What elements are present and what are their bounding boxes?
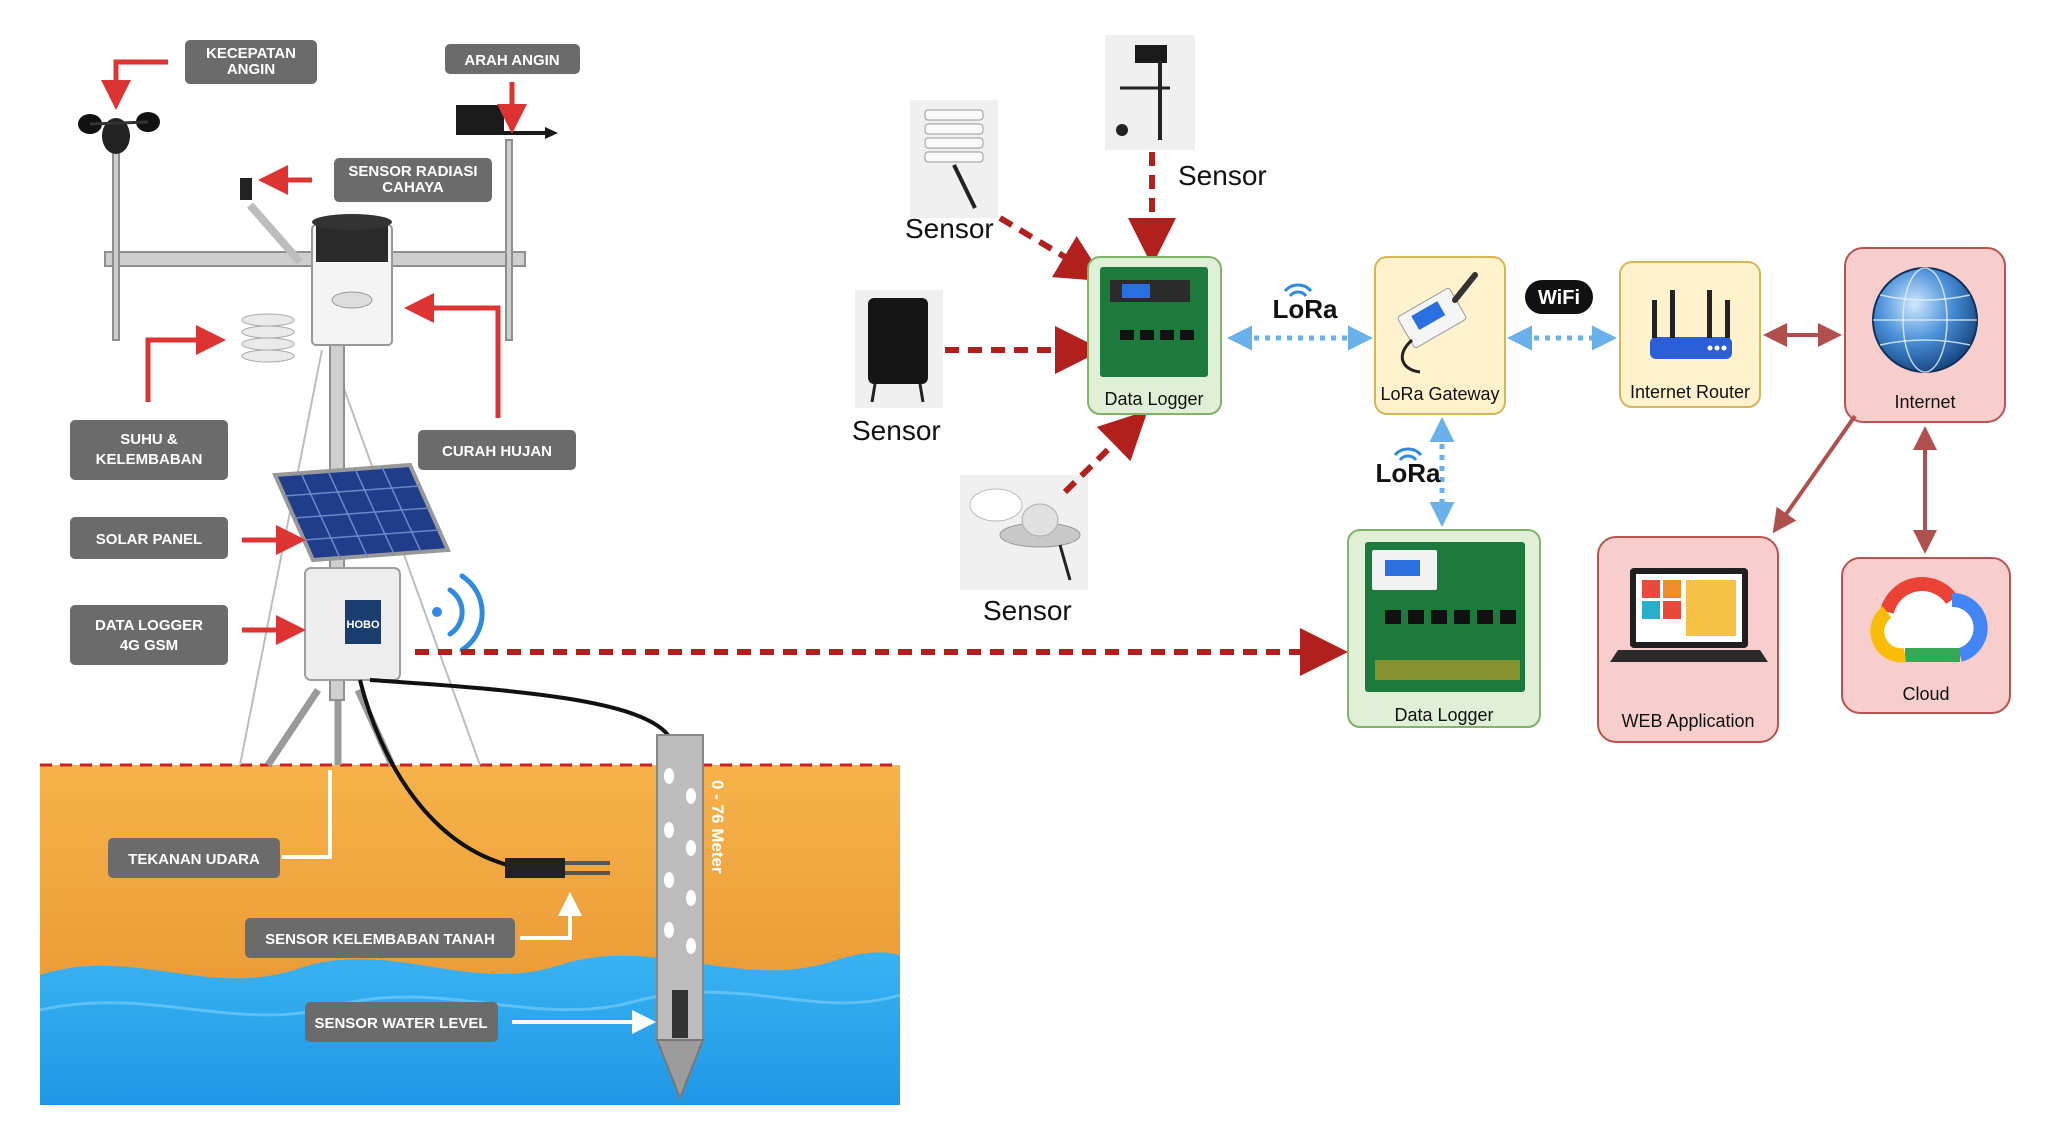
cloud-node: Cloud <box>1841 557 2011 714</box>
label-rainfall: CURAH HUJAN <box>418 430 576 470</box>
svg-text:CURAH HUJAN: CURAH HUJAN <box>442 443 552 460</box>
label-water-level: SENSOR WATER LEVEL <box>305 1002 498 1042</box>
google-cloud-icon <box>1870 577 1988 663</box>
svg-text:LoRa: LoRa <box>1273 294 1339 324</box>
sensor-rain-gauge-image <box>855 290 943 408</box>
svg-text:WiFi: WiFi <box>1538 287 1580 309</box>
logger-brand: HOBO <box>347 619 380 631</box>
svg-text:ARAH ANGIN: ARAH ANGIN <box>464 52 559 69</box>
lora-label-2: LoRa <box>1376 447 1442 488</box>
data-logger-node-1: Data Logger <box>1087 256 1222 415</box>
sensor-label-bottom: Sensor <box>983 595 1072 626</box>
lora-gateway-node: LoRa Gateway <box>1374 256 1506 415</box>
label-temp-humidity: SUHU &KELEMBABAN <box>70 420 228 480</box>
internet-node: Internet <box>1844 247 2006 423</box>
svg-text:SENSOR WATER LEVEL: SENSOR WATER LEVEL <box>314 1015 487 1032</box>
web-application-node: WEB Application <box>1597 536 1779 743</box>
well-pipe <box>656 734 704 1041</box>
globe-icon <box>1872 267 1978 373</box>
sensor-wind-vane-image <box>1105 35 1195 150</box>
svg-text:TEKANAN UDARA: TEKANAN UDARA <box>128 851 260 868</box>
station-callouts <box>101 59 527 645</box>
svg-text:LoRa: LoRa <box>1376 458 1442 488</box>
internet-router-node: Internet Router <box>1619 261 1761 408</box>
laptop-icon <box>1610 568 1768 662</box>
svg-text:Internet Router: Internet Router <box>1630 382 1750 402</box>
sensor-pyranometer-image <box>960 475 1088 590</box>
router-icon <box>1650 290 1732 359</box>
svg-text:LoRa Gateway: LoRa Gateway <box>1380 384 1499 404</box>
label-soil-moisture: SENSOR KELEMBABAN TANAH <box>245 918 515 958</box>
internet-webapp-link <box>1772 414 1857 534</box>
underground-pointers <box>282 770 656 1034</box>
svg-text:SOLAR PANEL: SOLAR PANEL <box>96 531 202 548</box>
wifi-signal-icon <box>432 573 485 653</box>
svg-text:SENSOR KELEMBABAN TANAH: SENSOR KELEMBABAN TANAH <box>265 931 495 948</box>
svg-text:Cloud: Cloud <box>1902 684 1949 704</box>
svg-text:WEB Application: WEB Application <box>1621 711 1754 731</box>
weather-station-structure: HOBO 0 - 76 Meter <box>78 105 727 1101</box>
sensor-label-top: Sensor <box>1178 160 1267 191</box>
wifi-logo-icon: WiFi <box>1525 280 1593 314</box>
sensor-label-upper-left: Sensor <box>905 213 994 244</box>
depth-label: 0 - 76 Meter <box>708 780 727 874</box>
label-wind-direction: ARAH ANGIN <box>445 44 580 74</box>
data-logger-node-2: Data Logger <box>1347 529 1541 728</box>
sensor-label-left: Sensor <box>852 415 941 446</box>
label-air-pressure: TEKANAN UDARA <box>108 838 280 878</box>
sensor-radiation-shield-image <box>910 100 998 218</box>
link-sensor-upper-left <box>998 215 1106 282</box>
svg-text:Internet: Internet <box>1894 392 1955 412</box>
svg-text:Data Logger: Data Logger <box>1394 705 1493 725</box>
soil-moisture-probe <box>505 858 565 878</box>
link-sensor-bottom <box>1062 410 1148 495</box>
svg-text:SUHU &KELEMBABAN: SUHU &KELEMBABAN <box>96 431 203 468</box>
lora-label-1: LoRa <box>1273 283 1339 324</box>
svg-text:Data Logger: Data Logger <box>1104 389 1203 409</box>
label-solar-panel: SOLAR PANEL <box>70 517 228 559</box>
